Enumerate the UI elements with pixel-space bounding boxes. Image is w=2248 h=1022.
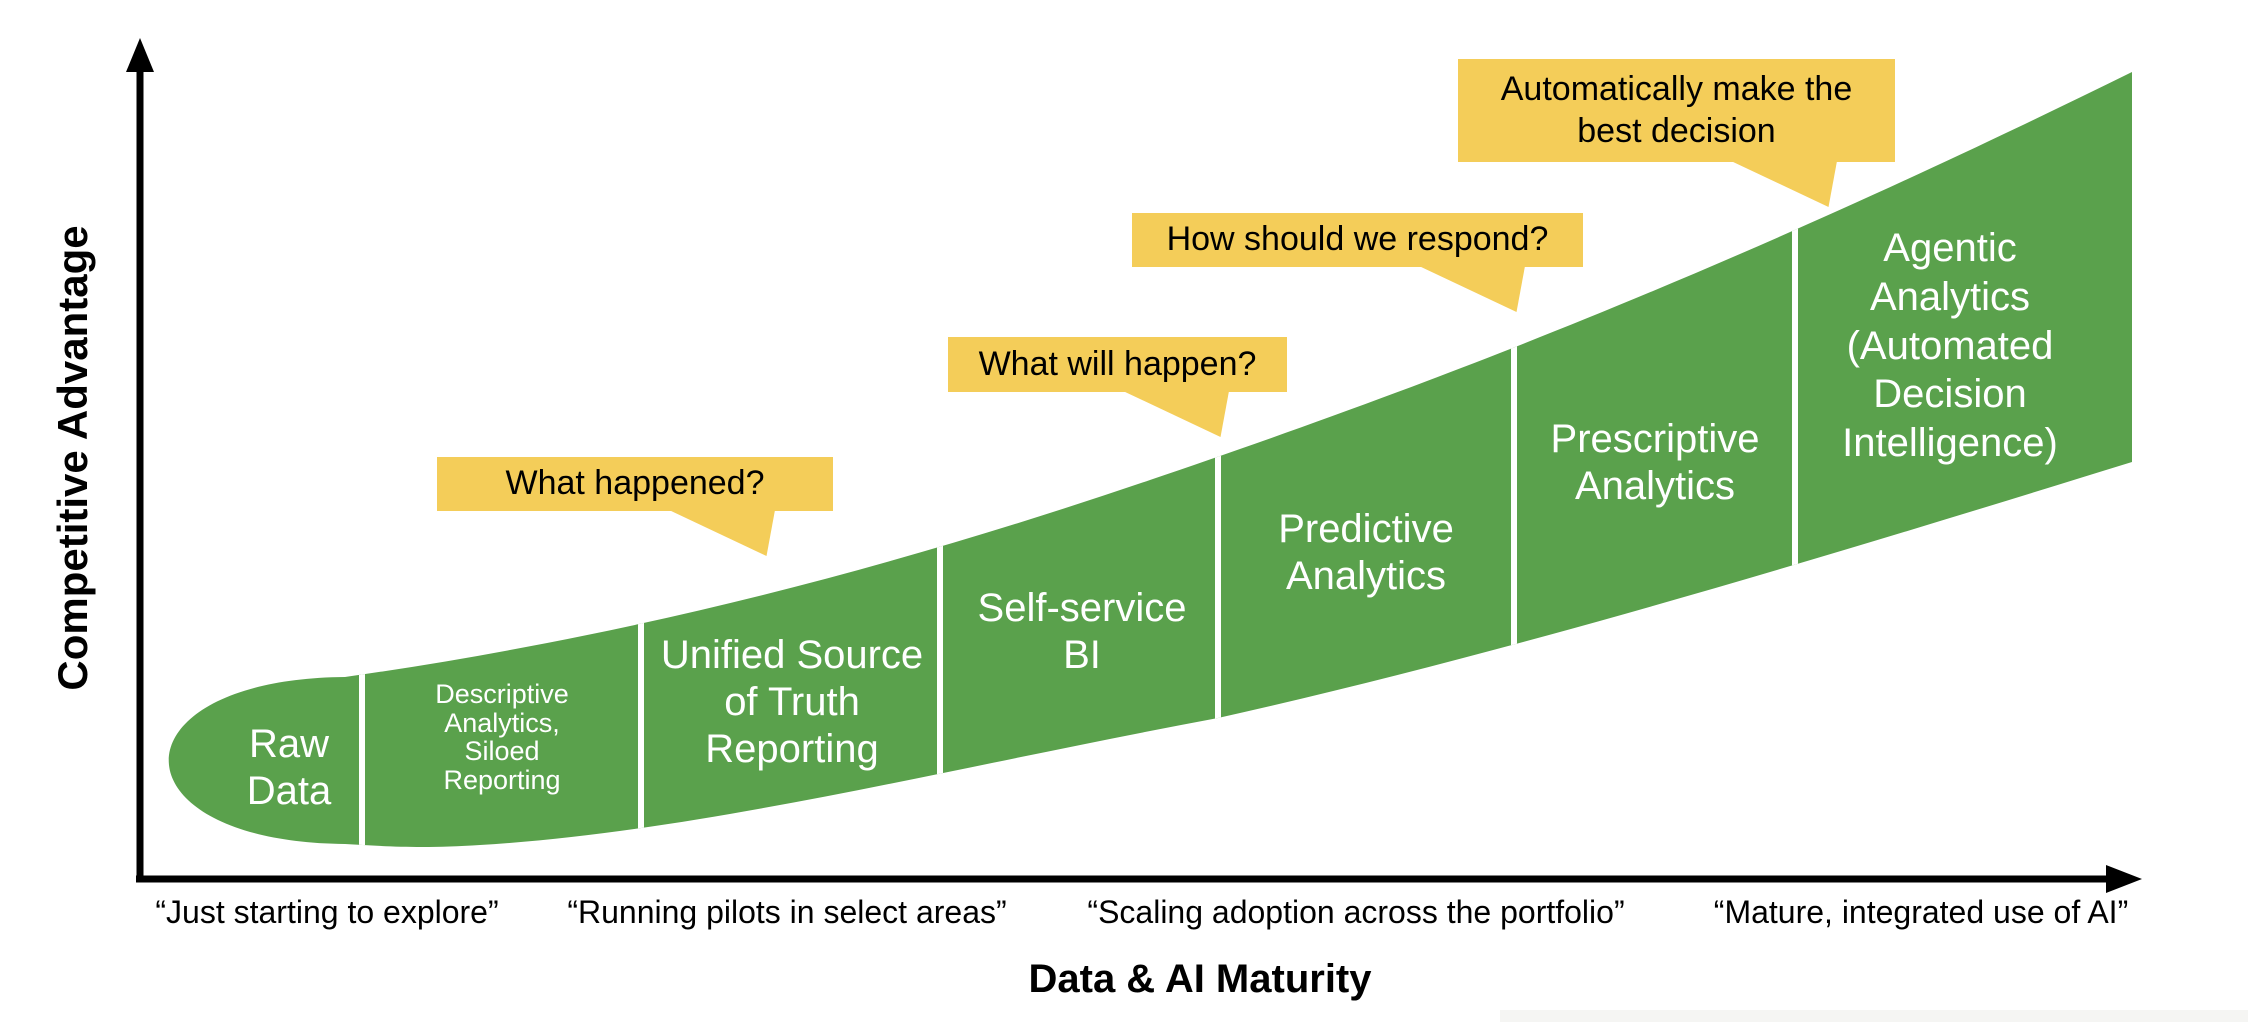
segment-label-unified: Unified Source of Truth Reporting xyxy=(660,632,924,771)
x-axis-arrow-icon xyxy=(2106,865,2142,893)
callout-automatically-decide: Automatically make the best decision xyxy=(1458,59,1895,207)
callout-text: What will happen? xyxy=(978,344,1257,383)
maturity-curve-shape xyxy=(168,72,2132,847)
x-axis-title: Data & AI Maturity xyxy=(1028,957,1372,1001)
y-axis-title: Competitive Advantage xyxy=(49,225,96,691)
segment-label-descriptive: Descriptive Analytics, Siloed Reporting xyxy=(435,678,569,795)
watermark-strip xyxy=(1500,1010,2248,1022)
maturity-quote-2: “Running pilots in select areas” xyxy=(567,894,1007,930)
callout-text: Automatically make the best decision xyxy=(1500,70,1853,150)
segment-label-raw-data: Raw Data xyxy=(246,722,332,813)
maturity-quote-4: “Mature, integrated use of AI” xyxy=(1713,894,2129,930)
segment-label-predictive: Predictive Analytics xyxy=(1278,507,1454,598)
segment-label-self-service: Self-service BI xyxy=(977,586,1187,677)
maturity-quote-3: “Scaling adoption across the portfolio” xyxy=(1087,894,1625,930)
maturity-quote-1: “Just starting to explore” xyxy=(155,894,499,930)
callout-text: How should we respond? xyxy=(1166,220,1549,259)
callout-what-will-happen: What will happen? xyxy=(948,337,1287,437)
callout-how-should-we-respond: How should we respond? xyxy=(1132,213,1583,312)
y-axis-arrow-icon xyxy=(126,38,154,72)
callout-what-happened: What happened? xyxy=(437,457,833,556)
segment-label-agentic: Agentic Analytics (Automated Decision In… xyxy=(1842,226,2058,466)
callout-text: What happened? xyxy=(505,464,765,503)
segment-label-prescriptive: Prescriptive Analytics xyxy=(1550,417,1760,508)
